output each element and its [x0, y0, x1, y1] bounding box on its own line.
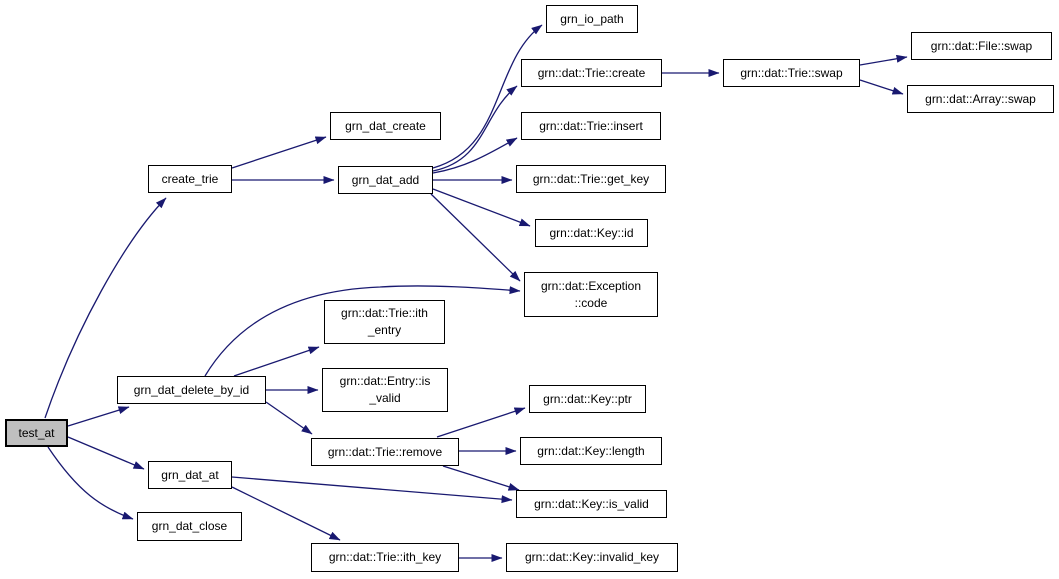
node-grn_dat_add[interactable]: grn_dat_add — [338, 166, 433, 194]
node-label: _entry — [367, 323, 402, 337]
node-label: create_trie — [161, 171, 219, 186]
node-label: grn_dat_at — [161, 467, 219, 482]
node-label: grn::dat::File::swap — [930, 38, 1033, 53]
edge-grn_dat_add-to-trie_create — [432, 85, 518, 172]
edge-grn_dat_add-to-trie_insert — [432, 137, 518, 174]
node-grn_dat_delete_by_id[interactable]: grn_dat_delete_by_id — [117, 376, 266, 404]
edge-grn_dat_add-to-grn_io_path — [432, 24, 543, 169]
node-file_swap[interactable]: grn::dat::File::swap — [911, 32, 1052, 60]
edge-grn_dat_at-to-key_is_valid — [231, 476, 513, 504]
node-label: ::code — [574, 295, 608, 310]
edge-grn_dat_at-to-ith_key — [231, 486, 341, 541]
edge-grn_dat_delete_by_id-to-trie_remove — [265, 401, 313, 435]
node-label: grn::dat::Key::is_valid — [534, 496, 649, 511]
node-label: grn::dat::Trie::create — [537, 65, 646, 80]
node-label: grn::dat::Trie::insert — [539, 118, 643, 133]
node-entry_is_valid[interactable]: grn::dat::Entry::is_valid — [322, 368, 448, 412]
node-grn_io_path[interactable]: grn_io_path — [546, 5, 638, 33]
node-label: test_at — [18, 425, 55, 440]
node-ith_entry[interactable]: grn::dat::Trie::ith_entry — [324, 300, 445, 344]
node-label: grn_io_path — [560, 11, 624, 26]
edge-trie_swap-to-array_swap — [859, 79, 904, 95]
node-trie_insert[interactable]: grn::dat::Trie::insert — [521, 112, 661, 140]
node-label: grn_dat_create — [345, 118, 426, 133]
edge-create_trie-to-grn_dat_create — [231, 136, 327, 169]
node-grn_dat_at[interactable]: grn_dat_at — [148, 461, 232, 489]
node-label: grn::dat::Trie::get_key — [532, 171, 650, 186]
edge-test_at-to-grn_dat_delete_by_id — [67, 406, 130, 427]
edge-trie_remove-to-key_is_valid — [442, 465, 520, 491]
node-trie_create[interactable]: grn::dat::Trie::create — [521, 59, 662, 87]
node-invalid_key[interactable]: grn::dat::Key::invalid_key — [506, 543, 678, 572]
node-key_is_valid[interactable]: grn::dat::Key::is_valid — [516, 490, 667, 518]
node-array_swap[interactable]: grn::dat::Array::swap — [907, 85, 1054, 113]
node-label: grn::dat::Trie::ith — [341, 306, 428, 320]
node-key_ptr[interactable]: grn::dat::Key::ptr — [529, 385, 646, 413]
node-label: grn::dat::Trie::swap — [740, 65, 843, 80]
edge-test_at-to-grn_dat_at — [67, 436, 145, 470]
node-label: grn_dat_close — [151, 519, 228, 533]
edge-grn_dat_delete_by_id-to-ith_entry — [233, 346, 320, 377]
edge-trie_remove-to-key_ptr — [436, 407, 526, 438]
node-label: grn_dat_delete_by_id — [133, 382, 250, 397]
node-grn_dat_close[interactable]: grn_dat_close — [137, 512, 242, 541]
node-ith_key[interactable]: grn::dat::Trie::ith_key — [311, 543, 459, 572]
node-trie_get_key[interactable]: grn::dat::Trie::get_key — [516, 165, 666, 193]
node-label: grn::dat::Key::invalid_key — [524, 550, 660, 564]
node-label: grn::dat::Key::id — [549, 225, 634, 240]
node-label: _valid — [369, 391, 401, 405]
node-key_length[interactable]: grn::dat::Key::length — [520, 437, 662, 465]
node-label: grn::dat::Array::swap — [925, 91, 1036, 106]
node-trie_swap[interactable]: grn::dat::Trie::swap — [723, 59, 860, 87]
edge-grn_dat_delete_by_id-to-exception_code — [204, 285, 521, 377]
node-grn_dat_create[interactable]: grn_dat_create — [330, 112, 441, 140]
node-label: grn::dat::Exception — [540, 278, 642, 293]
node-create_trie[interactable]: create_trie — [148, 165, 232, 193]
node-label: grn::dat::Key::ptr — [543, 391, 632, 406]
node-label: grn::dat::Entry::is — [339, 374, 431, 388]
node-label: grn::dat::Trie::remove — [327, 444, 443, 459]
node-label: grn::dat::Trie::ith_key — [328, 550, 442, 564]
edge-test_at-to-grn_dat_close — [47, 446, 134, 520]
node-trie_remove[interactable]: grn::dat::Trie::remove — [311, 438, 459, 466]
node-test_at: test_at — [5, 419, 68, 447]
edge-grn_dat_add-to-key_id — [432, 188, 531, 227]
edge-grn_dat_add-to-exception_code — [430, 193, 521, 282]
node-exception_code[interactable]: grn::dat::Exception::code — [524, 272, 658, 317]
node-key_id[interactable]: grn::dat::Key::id — [535, 219, 648, 247]
node-label: grn::dat::Key::length — [537, 443, 645, 458]
node-label: grn_dat_add — [351, 172, 420, 187]
edge-trie_swap-to-file_swap — [859, 54, 908, 66]
edge-test_at-to-create_trie — [44, 197, 167, 419]
